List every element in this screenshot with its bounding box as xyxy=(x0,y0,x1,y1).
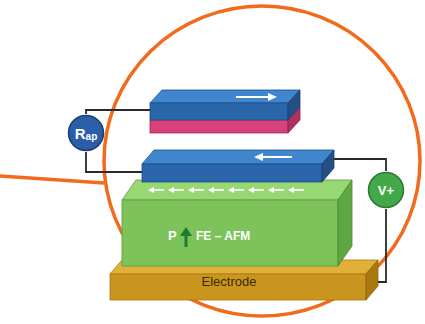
circuit-wire xyxy=(378,209,386,282)
resistor-symbol: Rap xyxy=(67,114,105,152)
layer-label: FE – AFM xyxy=(196,230,250,242)
circuit-wire xyxy=(86,110,386,172)
pinned-ferromagnet-layer xyxy=(142,150,334,182)
voltage-source: V+ xyxy=(367,171,405,209)
electrode-label: Electrode xyxy=(202,275,257,288)
voltage-label: V+ xyxy=(378,184,394,197)
callout-leader xyxy=(0,176,104,183)
callout-ellipse xyxy=(104,6,420,316)
electrode: Electrode xyxy=(110,260,378,300)
polarization-arrow xyxy=(180,227,192,247)
polarization-label: P xyxy=(168,229,177,242)
resistor-subscript: ap xyxy=(86,132,98,142)
multiferroic-block xyxy=(122,180,352,266)
antiferromagnetic-spin-arrows xyxy=(148,187,304,193)
free-ferromagnet-layer xyxy=(150,90,300,120)
multiferroic-layer: P FE – AFM xyxy=(122,180,352,266)
resistor-label: R xyxy=(75,126,86,141)
